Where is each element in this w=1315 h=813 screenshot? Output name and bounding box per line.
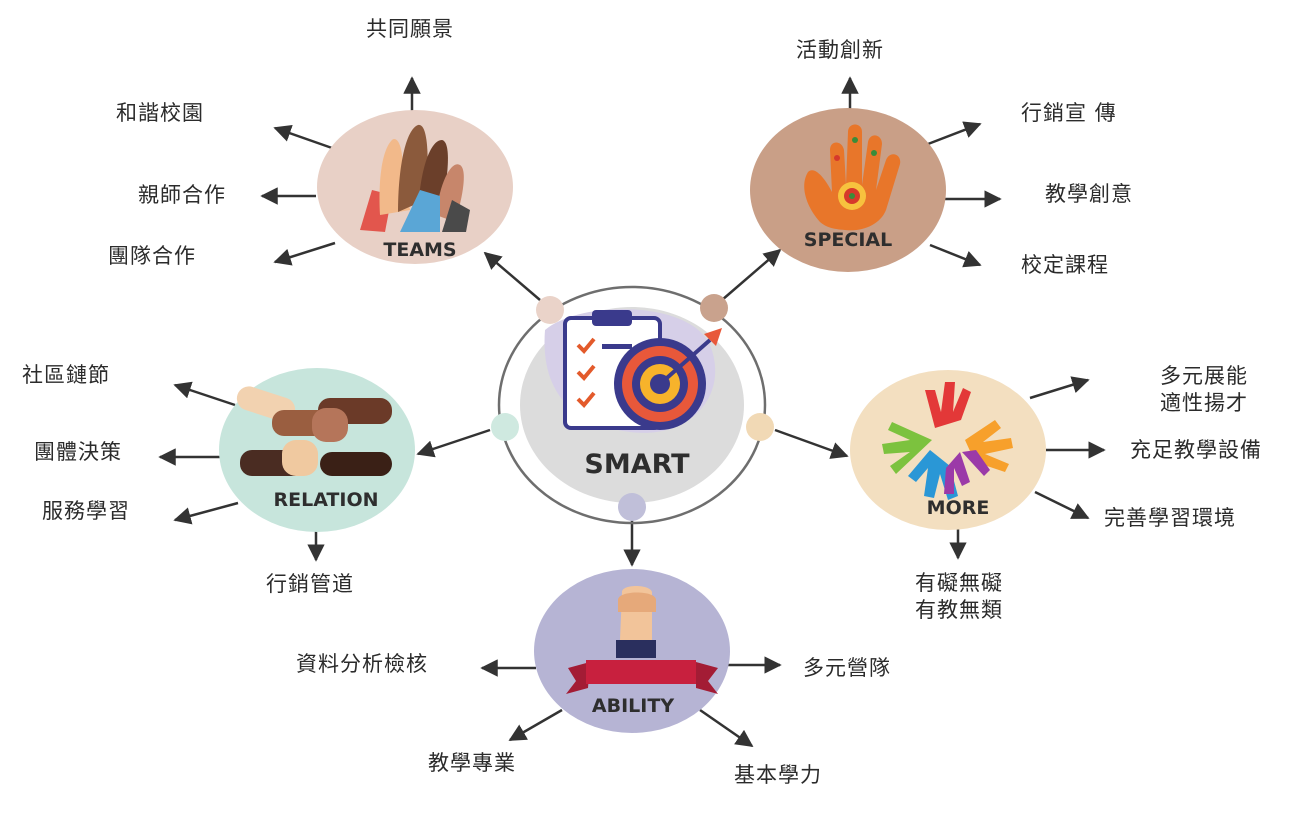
arrow-teams-2 [273, 124, 333, 150]
more-item-barrier-free: 有礙無礙 [915, 571, 1003, 595]
ability-item-basic-competence: 基本學力 [734, 763, 822, 787]
dot-teams [536, 296, 564, 324]
ability-item-camps: 多元營隊 [803, 656, 891, 680]
center-ring [497, 285, 767, 525]
hub-ability: ABILITY [534, 569, 730, 733]
ability-item-teaching-expertise: 教學專業 [428, 751, 516, 775]
hub-relation-name: RELATION [273, 489, 378, 511]
high-five-hands-icon [360, 124, 470, 232]
dot-ability [618, 493, 646, 521]
more-item-inclusive-teaching: 有教無類 [915, 598, 1003, 622]
hub-more-circle [850, 370, 1046, 530]
relation-item-service-learning: 服務學習 [42, 499, 130, 523]
more-item-adaptive-talent: 適性揚才 [1160, 391, 1248, 415]
special-item-activity-innovation: 活動創新 [796, 38, 884, 62]
teams-item-shared-vision: 共同願景 [366, 17, 454, 41]
hub-more-name: MORE [927, 497, 990, 519]
arrow-more-3 [1034, 490, 1090, 520]
center-hub: SMART [491, 285, 774, 525]
colorful-handprints-icon [882, 382, 1013, 500]
more-item-learning-environment: 完善學習環境 [1104, 506, 1236, 530]
arrow-ability-4 [699, 708, 754, 748]
arrow-relation-1 [173, 381, 236, 407]
teams-item-teamwork: 團隊合作 [108, 244, 196, 268]
dot-special [700, 294, 728, 322]
special-item-school-curriculum: 校定課程 [1021, 253, 1109, 277]
relation-item-community-link: 社區鏈節 [22, 363, 110, 387]
special-item-marketing: 行銷宣 傳 [1021, 101, 1117, 125]
painted-hand-icon [804, 124, 901, 231]
arrow-center-special [721, 248, 782, 301]
arrow-relation-3 [173, 501, 239, 525]
hub-teams: TEAMS [317, 110, 513, 264]
hub-teams-name: TEAMS [383, 239, 456, 261]
arrow-center-relation [416, 428, 491, 458]
hub-more: MORE [850, 370, 1046, 530]
arrow-special-4 [929, 243, 982, 268]
arrow-center-more [774, 428, 849, 459]
hub-special-name: SPECIAL [804, 229, 892, 251]
teams-item-harmonious-campus: 和諧校園 [116, 101, 204, 125]
linked-arms-icon [236, 386, 392, 476]
arrow-more-1 [1029, 376, 1090, 400]
dot-more [746, 413, 774, 441]
arrow-center-teams [483, 251, 541, 301]
raised-fist-banner-icon [566, 586, 718, 694]
relation-item-group-decision: 團體決策 [34, 440, 122, 464]
center-title: SMART [584, 449, 690, 480]
arrow-teams-4 [273, 241, 336, 266]
hub-relation: RELATION [219, 368, 415, 532]
relation-item-marketing-channel: 行銷管道 [266, 572, 354, 596]
more-item-teaching-equipment: 充足教學設備 [1130, 438, 1262, 462]
special-item-teaching-creativity: 教學創意 [1045, 182, 1133, 206]
ability-item-data-analysis: 資料分析檢核 [296, 652, 428, 676]
target-checklist-icon [544, 309, 722, 433]
more-item-diverse-talents: 多元展能 [1160, 364, 1248, 388]
hub-special: SPECIAL [750, 108, 946, 272]
teams-item-parent-teacher: 親師合作 [138, 183, 226, 207]
arrow-special-2 [927, 121, 982, 146]
hub-ability-name: ABILITY [592, 695, 674, 717]
dot-relation [491, 413, 519, 441]
connector-arrows [158, 76, 1106, 748]
arrow-ability-3 [508, 708, 563, 742]
